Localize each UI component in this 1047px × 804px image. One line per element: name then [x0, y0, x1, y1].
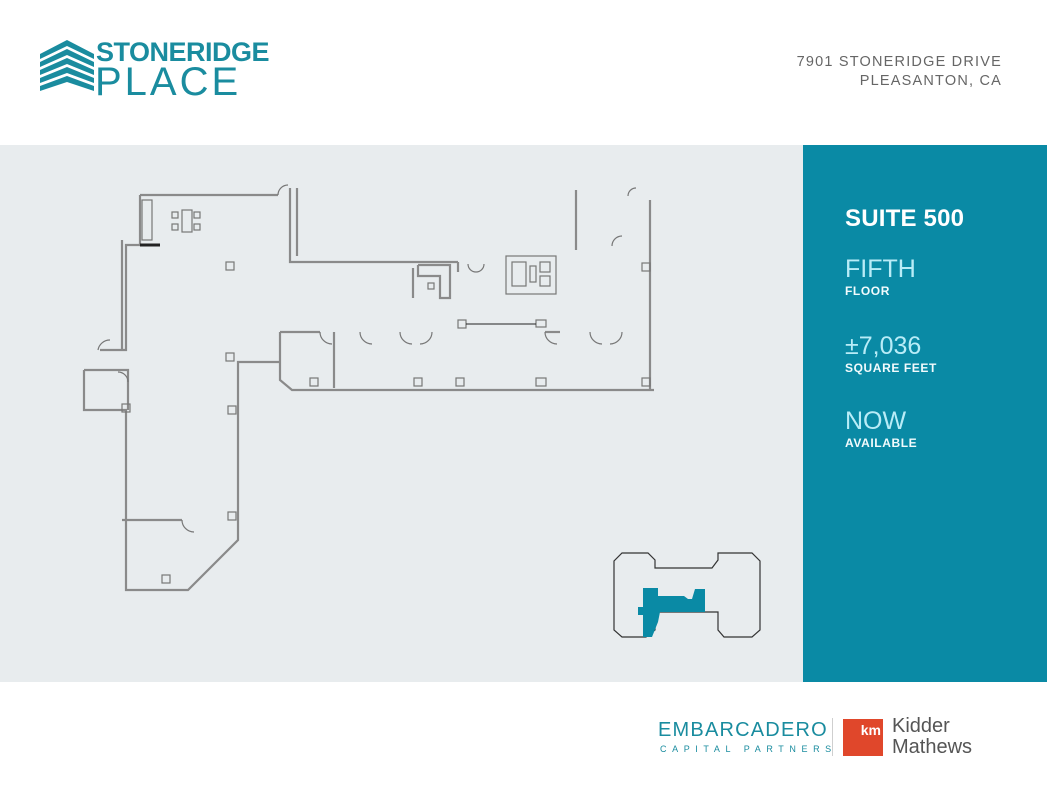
property-address: 7901 STONERIDGE DRIVE PLEASANTON, CA — [797, 53, 1002, 91]
kidder-mathews-name: Kidder Mathews — [892, 716, 972, 758]
logo-text-stoneridge: STONERIDGE — [96, 37, 270, 67]
stat-floor-label: FLOOR — [845, 284, 890, 298]
stat-floor: FIFTH FLOOR — [845, 255, 916, 299]
embarcadero-name: EMBARCADERO — [658, 719, 828, 741]
embarcadero-subtitle: CAPITAL PARTNERS — [660, 744, 837, 754]
footer: EMBARCADERO CAPITAL PARTNERS km Kidder M… — [0, 682, 1047, 804]
embarcadero-logo: EMBARCADERO CAPITAL PARTNERS — [658, 719, 837, 754]
header: STONERIDGE PLACE 7901 STONERIDGE DRIVE P… — [0, 0, 1047, 145]
kidder-mathews-badge-icon: km — [843, 719, 883, 756]
stat-availability-value: NOW — [845, 407, 907, 435]
suite-floor-plan — [82, 184, 761, 638]
stat-availability-label: AVAILABLE — [845, 436, 918, 450]
stat-square-feet: ±7,036 SQUARE FEET — [845, 332, 937, 376]
suite-title: SUITE 500 — [845, 205, 965, 232]
address-city: PLEASANTON, CA — [859, 73, 1002, 89]
stat-availability: NOW AVAILABLE — [845, 407, 917, 451]
key-plan — [613, 552, 761, 638]
stacked-chevrons-building-icon — [40, 40, 94, 91]
address-street: 7901 STONERIDGE DRIVE — [796, 54, 1002, 70]
mathews-text: Mathews — [892, 736, 973, 758]
stat-square-feet-value: ±7,036 — [845, 332, 922, 360]
suite-info-panel: SUITE 500 FIFTH FLOOR ±7,036 SQUARE FEET… — [803, 145, 1047, 682]
kidder-text: Kidder — [892, 715, 950, 737]
stat-square-feet-label: SQUARE FEET — [845, 361, 937, 375]
stoneridge-place-logo: STONERIDGE PLACE — [40, 37, 280, 104]
logo-text-place: PLACE — [95, 60, 242, 104]
stat-floor-value: FIFTH — [845, 255, 916, 283]
floor-plan-area — [0, 145, 803, 682]
logo-divider — [832, 718, 833, 756]
